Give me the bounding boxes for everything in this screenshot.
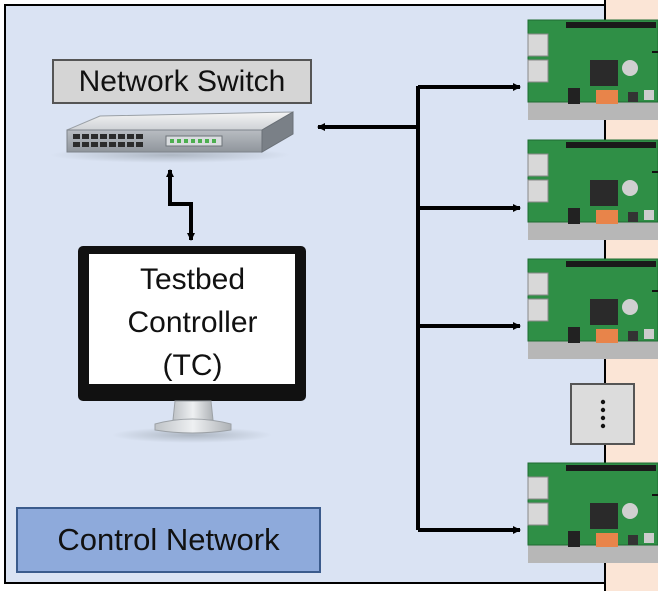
control-network-label: Control Network [16,507,321,573]
tc-line-1: Testbed [139,263,246,296]
raspberry-pi-node [527,258,658,359]
tc-line-3: (TC) [162,349,223,382]
raspberry-pi-node [527,19,658,120]
raspberry-pi-node [527,139,658,240]
testbed-controller-label: Testbed Controller (TC) [90,258,295,387]
more-nodes-box [570,383,635,445]
monitor-icon [78,246,306,443]
network-switch-icon [50,111,294,163]
node-bus-lines [317,83,521,534]
raspberry-pi-node [527,462,658,563]
network-switch-label: Network Switch [52,59,312,104]
tc-line-2: Controller [127,306,258,339]
switch-to-controller-arrow [166,169,195,241]
vertical-ellipsis-icon [600,399,605,429]
